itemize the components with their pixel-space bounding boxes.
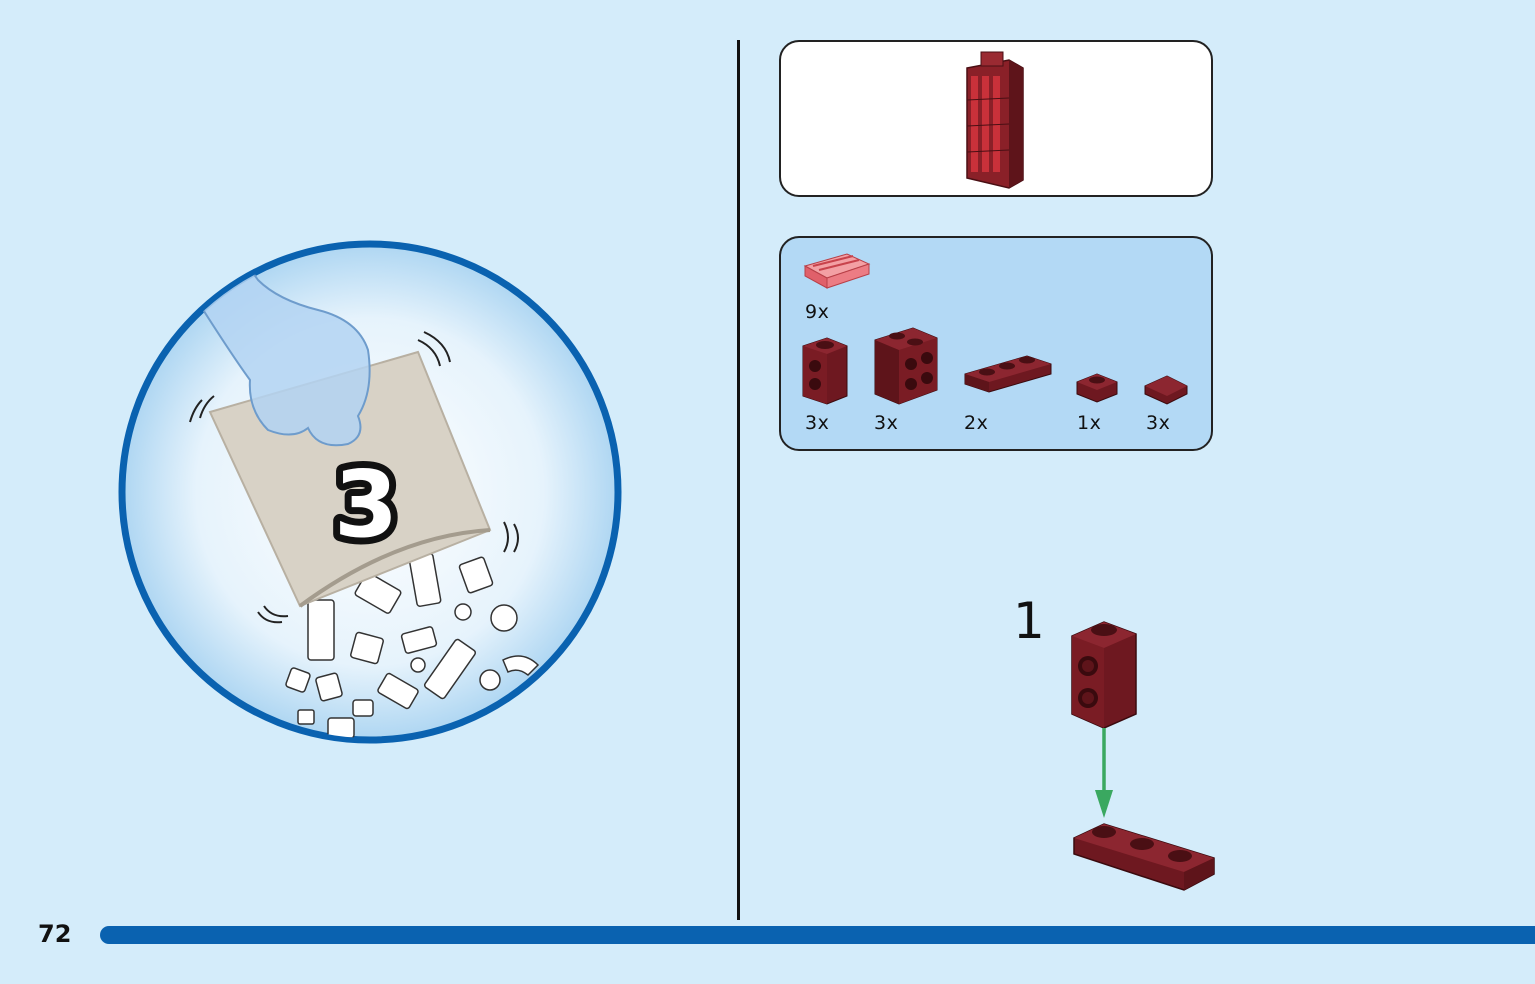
- parts-list-box: 9x 3x 3x 2x 1x 3x: [779, 236, 1213, 451]
- scattered-parts-icon: [285, 553, 540, 738]
- bag-circle-illustration: 3: [118, 240, 622, 744]
- plate-1x3-icon: [1073, 823, 1215, 891]
- page-footer-bar: [100, 926, 1535, 944]
- part-qty: 2x: [964, 412, 989, 434]
- tile-1x1-icon: [1144, 375, 1188, 405]
- placement-arrow-icon: [1095, 728, 1113, 818]
- part-qty: 3x: [1146, 412, 1171, 434]
- shake-marks-icon: [189, 331, 519, 624]
- part-qty: 9x: [805, 301, 830, 323]
- brick-1x1-studs-side-icon: [1071, 621, 1137, 729]
- page-divider: [737, 40, 740, 920]
- plate-1x1-icon: [1076, 373, 1118, 403]
- bag-number: 3: [334, 451, 398, 558]
- brick-1x1-studs-side-icon: [802, 337, 848, 405]
- part-qty: 3x: [874, 412, 899, 434]
- page-number: 72: [38, 920, 72, 948]
- part-qty: 1x: [1077, 412, 1102, 434]
- step-number: 1: [1013, 592, 1045, 650]
- building-model-icon: [966, 51, 1024, 189]
- brick-1x2-studs-side-icon: [874, 327, 938, 405]
- step-assembly-illustration: [1071, 621, 1215, 891]
- tile-1x2-grille-trans-red-icon: [803, 253, 871, 289]
- model-preview-box: [779, 40, 1213, 197]
- part-qty: 3x: [805, 412, 830, 434]
- plate-1x3-icon: [964, 355, 1052, 393]
